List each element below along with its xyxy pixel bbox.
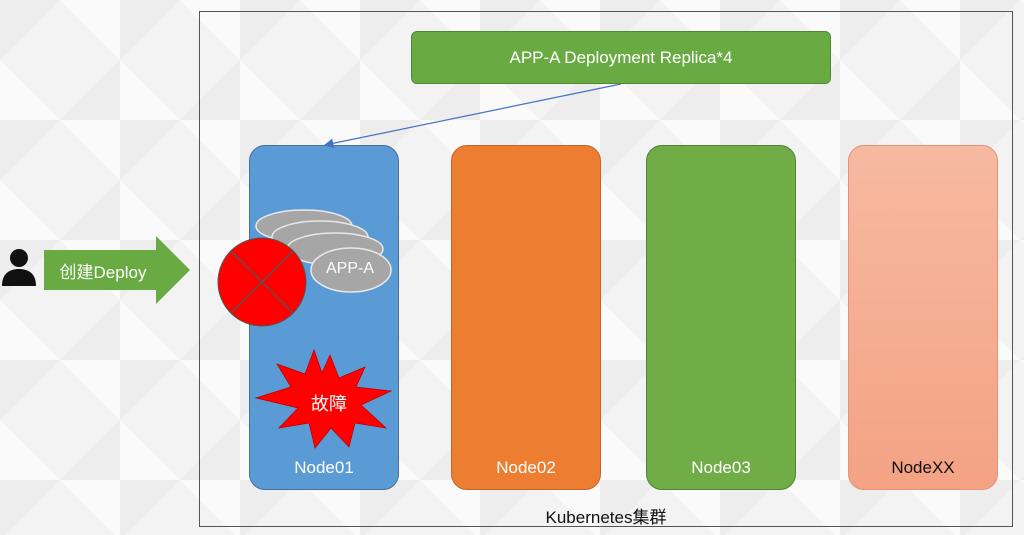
deployment-box: APP-A Deployment Replica*4 — [411, 31, 831, 84]
nodexx: NodeXX — [848, 145, 998, 490]
create-deploy-label: 创建Deploy — [59, 263, 147, 282]
fault-label: 故障 — [311, 394, 347, 414]
cluster-label: Kubernetes集群 — [545, 508, 667, 527]
node03: Node03 — [646, 145, 796, 490]
person-icon — [2, 249, 36, 286]
deployment-label: APP-A Deployment Replica*4 — [509, 47, 733, 67]
create-deploy-arrow — [44, 236, 190, 304]
kubernetes-cluster-frame — [199, 11, 1013, 527]
node02-label: Node02 — [496, 458, 556, 477]
node03-label: Node03 — [691, 458, 751, 477]
node02: Node02 — [451, 145, 601, 490]
pod-label: APP-A — [325, 260, 374, 277]
node01: Node01 — [249, 145, 399, 490]
nodexx-label: NodeXX — [891, 458, 955, 477]
node01-label: Node01 — [294, 458, 354, 477]
